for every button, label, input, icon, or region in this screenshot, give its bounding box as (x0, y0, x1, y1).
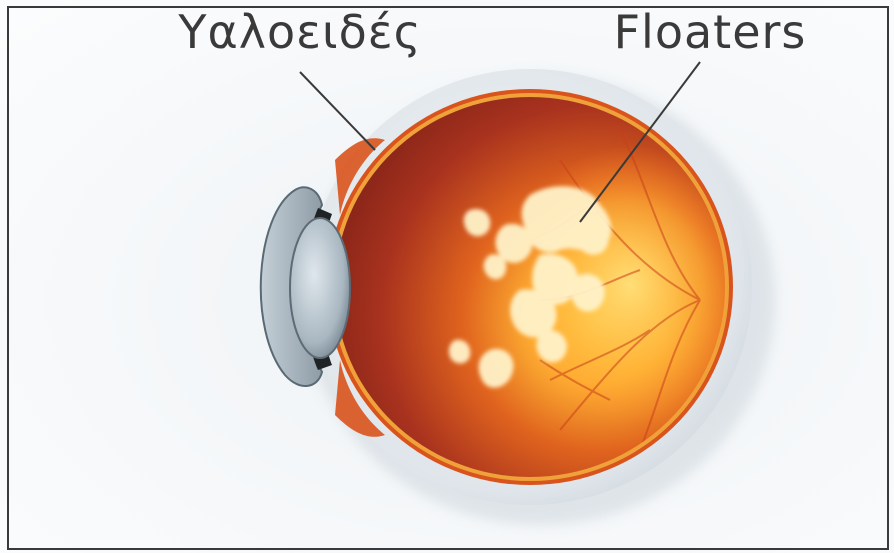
vitreous-label: Υαλοειδές (177, 5, 421, 59)
lens (290, 218, 350, 358)
floaters-label: Floaters (614, 5, 807, 59)
